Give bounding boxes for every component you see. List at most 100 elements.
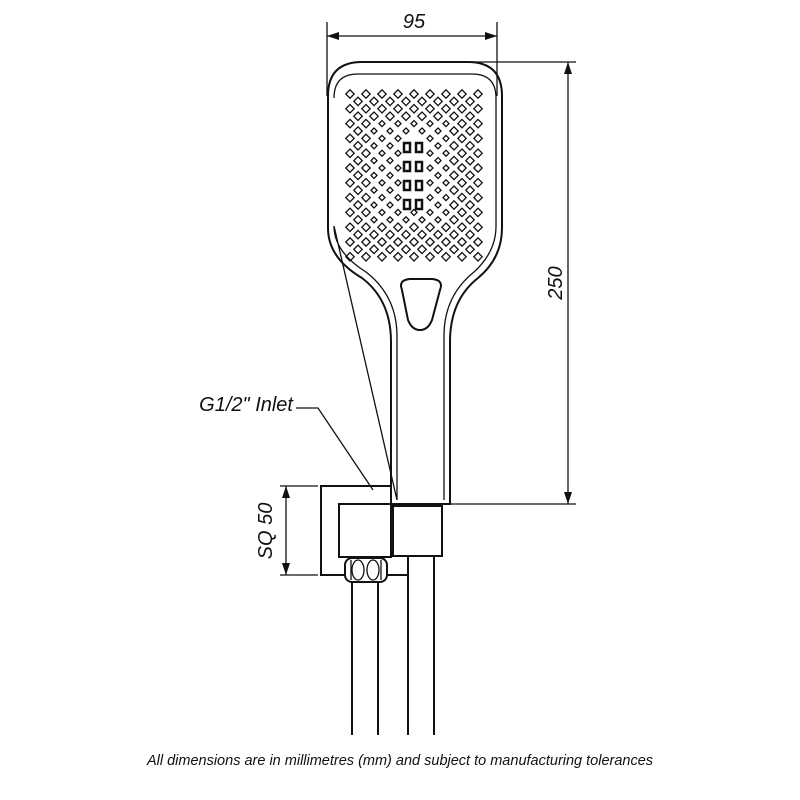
nozzle bbox=[456, 162, 468, 174]
nozzle bbox=[352, 214, 364, 225]
nozzle bbox=[370, 171, 378, 180]
nozzle bbox=[394, 149, 402, 158]
nozzle bbox=[456, 118, 468, 129]
wall-bracket bbox=[320, 485, 443, 583]
nozzle bbox=[448, 170, 460, 181]
nozzle bbox=[400, 229, 412, 240]
nozzle bbox=[416, 111, 428, 122]
nozzle bbox=[394, 208, 402, 217]
nozzle bbox=[360, 133, 372, 144]
center-nozzle bbox=[402, 198, 412, 211]
nozzle bbox=[472, 118, 484, 129]
nozzle bbox=[472, 251, 484, 262]
nozzle bbox=[360, 236, 372, 248]
nozzle bbox=[378, 193, 386, 202]
nozzle bbox=[464, 214, 476, 225]
nozzle bbox=[456, 207, 468, 218]
nozzle bbox=[344, 236, 356, 248]
nozzle bbox=[378, 134, 386, 143]
nozzle bbox=[378, 149, 386, 158]
nozzle bbox=[352, 155, 364, 166]
nozzle bbox=[392, 222, 404, 233]
nozzle bbox=[434, 186, 442, 195]
nozzle bbox=[378, 164, 386, 172]
nozzle bbox=[384, 111, 396, 122]
width-dimension-label: 95 bbox=[403, 11, 426, 33]
nozzle bbox=[360, 207, 372, 218]
nozzle bbox=[376, 222, 388, 233]
nozzle bbox=[456, 103, 468, 114]
nozzle bbox=[448, 96, 460, 107]
nozzle bbox=[400, 96, 412, 107]
nozzle bbox=[448, 111, 460, 122]
nozzle bbox=[344, 192, 356, 203]
nozzle bbox=[464, 125, 476, 137]
nozzle bbox=[416, 96, 428, 107]
nozzle bbox=[352, 111, 364, 122]
center-nozzle bbox=[402, 160, 412, 173]
nozzle bbox=[426, 193, 434, 202]
nozzle bbox=[434, 201, 442, 209]
nozzle bbox=[426, 164, 434, 172]
nozzle bbox=[464, 199, 476, 211]
bracket-dimension: SQ 50 bbox=[255, 485, 318, 576]
nozzle bbox=[432, 244, 444, 255]
nozzle bbox=[448, 185, 460, 196]
nozzle bbox=[368, 111, 380, 122]
footer-note: All dimensions are in millimetres (mm) a… bbox=[146, 753, 653, 769]
nozzle bbox=[344, 177, 356, 188]
nozzle bbox=[448, 229, 460, 240]
nozzle bbox=[424, 251, 436, 262]
nozzle bbox=[464, 229, 476, 240]
nozzle bbox=[344, 207, 356, 218]
nozzle bbox=[402, 127, 410, 135]
nozzle bbox=[344, 162, 356, 174]
nozzle bbox=[418, 215, 426, 224]
nozzle bbox=[442, 164, 450, 172]
nozzle bbox=[360, 118, 372, 129]
nozzle bbox=[378, 119, 386, 128]
nozzle bbox=[424, 236, 436, 248]
nozzle bbox=[344, 118, 356, 129]
nozzle bbox=[352, 244, 364, 255]
nozzle bbox=[344, 103, 356, 114]
nozzle bbox=[344, 148, 356, 159]
center-nozzle bbox=[402, 179, 412, 192]
nozzle bbox=[456, 251, 468, 262]
width-dimension: 95 bbox=[326, 11, 498, 96]
bracket-dimension-label: SQ 50 bbox=[255, 503, 277, 560]
nozzle bbox=[352, 185, 364, 196]
nozzle bbox=[392, 236, 404, 248]
nozzle bbox=[386, 171, 394, 180]
nozzle bbox=[386, 127, 394, 135]
nozzle bbox=[472, 103, 484, 114]
nozzle bbox=[464, 170, 476, 181]
nozzle bbox=[378, 208, 386, 217]
nozzle bbox=[410, 208, 418, 217]
nozzle bbox=[448, 214, 460, 225]
height-dimension-label: 250 bbox=[545, 266, 567, 300]
nozzle bbox=[394, 119, 402, 128]
nozzle bbox=[472, 177, 484, 188]
shower-head bbox=[327, 61, 503, 505]
nozzle bbox=[416, 229, 428, 240]
nozzle bbox=[464, 155, 476, 166]
nozzle bbox=[370, 215, 378, 224]
nozzle bbox=[378, 178, 386, 187]
nozzle bbox=[370, 156, 378, 165]
nozzle bbox=[426, 208, 434, 217]
nozzle bbox=[368, 229, 380, 240]
nozzle bbox=[392, 103, 404, 114]
nozzle bbox=[408, 103, 420, 114]
nozzle bbox=[434, 215, 442, 224]
nozzle bbox=[432, 229, 444, 240]
nozzle bbox=[394, 164, 402, 172]
nozzle bbox=[352, 199, 364, 211]
nozzle bbox=[352, 170, 364, 181]
nozzle bbox=[416, 244, 428, 255]
inlet-label: G1/2" Inlet bbox=[199, 394, 294, 416]
nozzle bbox=[456, 133, 468, 144]
nozzle bbox=[440, 251, 452, 262]
nozzle bbox=[456, 236, 468, 248]
nozzle bbox=[370, 186, 378, 195]
